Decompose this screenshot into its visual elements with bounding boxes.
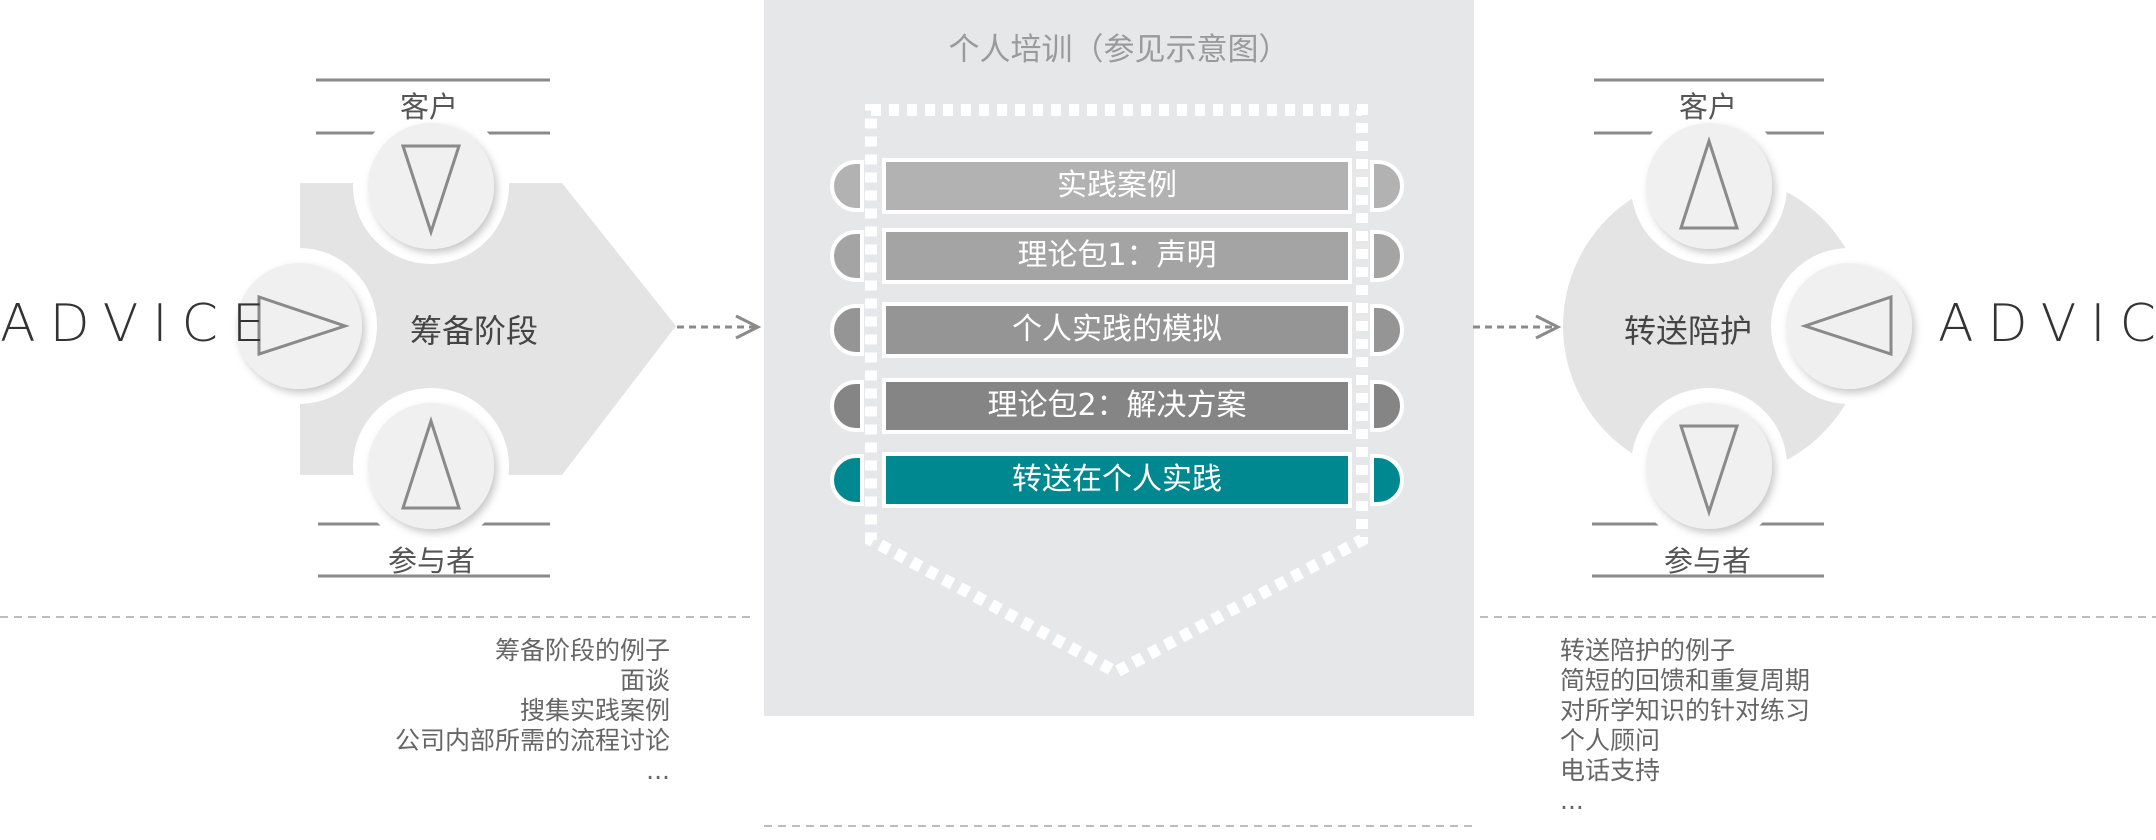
- list-item: ...: [646, 756, 670, 785]
- list-item: 对所学知识的针对练习: [1560, 696, 1811, 725]
- step-3-left-cap: [830, 304, 864, 356]
- list-item: 公司内部所需的流程讨论: [394, 726, 670, 755]
- triangle-up-icon: [1678, 136, 1740, 230]
- step-4-left-cap: [830, 380, 864, 432]
- right-brand-logo: ADVICE: [1938, 294, 2156, 354]
- triangle-down-icon: [400, 144, 462, 237]
- step-1-left-cap: [830, 160, 864, 212]
- step-2-bar: [882, 228, 1352, 284]
- list-item: 电话支持: [1560, 756, 1661, 785]
- list-item: 面谈: [619, 666, 670, 695]
- step-2-right-cap: [1370, 230, 1404, 282]
- step-2-left-cap: [830, 230, 864, 282]
- triangle-left-icon: [1800, 294, 1893, 357]
- step-1-bar: [882, 158, 1352, 214]
- left-top-role: 客户: [400, 90, 459, 124]
- step-1-right-cap: [1370, 160, 1404, 212]
- step-5-right-cap: [1370, 454, 1404, 506]
- right-phase-shape: [1563, 174, 1867, 478]
- step-4-bar: [882, 378, 1352, 434]
- list-item: 筹备阶段的例子: [494, 636, 670, 665]
- triangle-down-icon: [1678, 424, 1740, 517]
- step-3-label: 个人实践的模拟: [1012, 312, 1222, 347]
- center-dotted-frame: [865, 104, 1368, 679]
- triangle-up-icon: [400, 416, 462, 510]
- triangle-right-icon: [257, 294, 350, 357]
- left-bottom-role: 参与者: [388, 544, 476, 578]
- right-top-role: 客户: [1679, 90, 1738, 124]
- list-item: 个人顾问: [1560, 726, 1661, 755]
- left-phase-label: 筹备阶段: [410, 312, 539, 350]
- step-4-label: 理论包2：解决方案: [987, 388, 1247, 423]
- step-5-left-cap: [830, 454, 864, 506]
- step-3-bar: [882, 302, 1352, 358]
- step-5-bar: [882, 452, 1352, 508]
- step-5-label: 转送在个人实践: [1012, 462, 1222, 497]
- right-examples-list: 转送陪护的例子 简短的回馈和重复周期 对所学知识的针对练习 个人顾问 电话支持 …: [1560, 636, 1810, 816]
- step-bars: [882, 158, 1352, 508]
- list-item: 搜集实践案例: [519, 696, 670, 725]
- step-1-label: 实践案例: [1057, 168, 1177, 203]
- step-caps: [830, 160, 1404, 506]
- step-2-label: 理论包1：声明: [1017, 238, 1217, 273]
- right-bottom-role: 参与者: [1664, 544, 1752, 578]
- left-examples-list: 筹备阶段的例子 面谈 搜集实践案例 公司内部所需的流程讨论 ...: [395, 636, 670, 786]
- center-title: 个人培训（参见示意图）: [948, 32, 1290, 68]
- step-3-right-cap: [1370, 304, 1404, 356]
- right-phase-label: 转送陪护: [1624, 312, 1753, 350]
- list-item: 转送陪护的例子: [1560, 636, 1736, 665]
- step-4-right-cap: [1370, 380, 1404, 432]
- list-item: ...: [1560, 786, 1584, 815]
- list-item: 简短的回馈和重复周期: [1560, 666, 1811, 695]
- left-brand-logo: ADVICE: [0, 294, 279, 354]
